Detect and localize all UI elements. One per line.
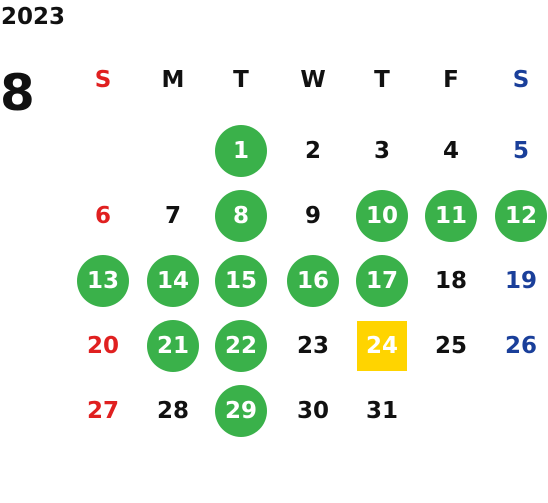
day-cell[interactable]: 26 xyxy=(504,332,537,359)
day-cell-highlighted[interactable]: 16 xyxy=(287,255,339,307)
month-label: 8 xyxy=(0,64,35,122)
day-cell-highlighted[interactable]: 29 xyxy=(215,385,267,437)
year-label: 2023 xyxy=(1,4,66,30)
day-cell[interactable]: 9 xyxy=(304,202,321,229)
weekday-header: W xyxy=(300,66,326,93)
day-cell[interactable]: 19 xyxy=(504,267,537,294)
weekday-header: T xyxy=(374,66,390,93)
day-cell-today[interactable]: 24 xyxy=(357,321,407,371)
day-cell[interactable]: 2 xyxy=(304,137,321,164)
weekday-header: M xyxy=(161,66,185,93)
day-cell-highlighted[interactable]: 14 xyxy=(147,255,199,307)
day-cell[interactable]: 20 xyxy=(86,332,119,359)
day-cell-highlighted[interactable]: 12 xyxy=(495,190,547,242)
day-cell[interactable]: 31 xyxy=(365,397,398,424)
day-cell[interactable]: 6 xyxy=(94,202,111,229)
day-cell-highlighted[interactable]: 21 xyxy=(147,320,199,372)
weekday-header: F xyxy=(443,66,459,93)
day-cell-highlighted[interactable]: 11 xyxy=(425,190,477,242)
day-cell[interactable]: 3 xyxy=(373,137,390,164)
day-cell[interactable]: 4 xyxy=(442,137,459,164)
day-cell-highlighted[interactable]: 15 xyxy=(215,255,267,307)
day-cell-highlighted[interactable]: 1 xyxy=(215,125,267,177)
day-cell[interactable]: 5 xyxy=(512,137,529,164)
weekday-header: S xyxy=(512,66,530,93)
day-cell[interactable]: 30 xyxy=(296,397,329,424)
day-cell[interactable]: 23 xyxy=(296,332,329,359)
day-cell[interactable]: 28 xyxy=(156,397,189,424)
day-cell[interactable]: 25 xyxy=(434,332,467,359)
day-cell-highlighted[interactable]: 22 xyxy=(215,320,267,372)
day-cell-highlighted[interactable]: 17 xyxy=(356,255,408,307)
day-cell-highlighted[interactable]: 10 xyxy=(356,190,408,242)
weekday-header: T xyxy=(233,66,249,93)
day-cell[interactable]: 7 xyxy=(164,202,181,229)
weekday-header: S xyxy=(94,66,112,93)
day-cell-highlighted[interactable]: 8 xyxy=(215,190,267,242)
day-cell[interactable]: 18 xyxy=(434,267,467,294)
day-cell-highlighted[interactable]: 13 xyxy=(77,255,129,307)
day-cell[interactable]: 27 xyxy=(86,397,119,424)
